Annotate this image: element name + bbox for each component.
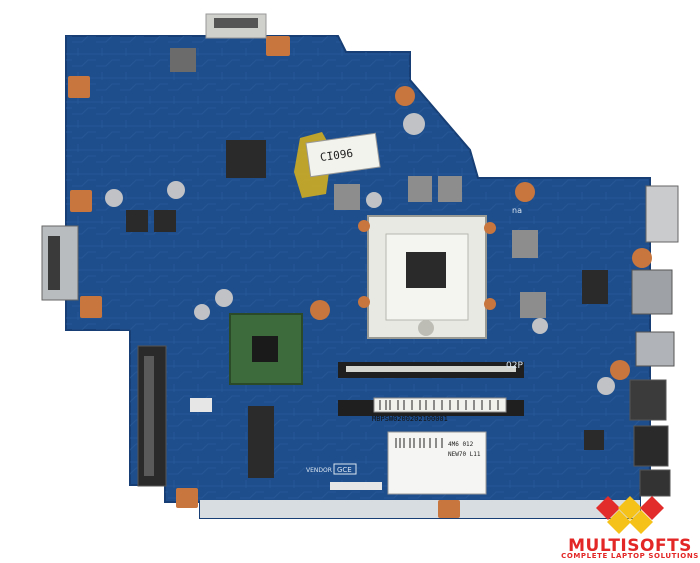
center-label-sticker: 4M6 012 NEW70 L11	[387, 431, 487, 495]
left-sata-connector	[41, 225, 79, 301]
pcb-marking-gce: GCE	[337, 466, 352, 474]
pcb-marking-vendor: VENDOR	[306, 467, 332, 474]
center-label-line1: 4M6 012	[448, 441, 474, 448]
white-pads	[190, 398, 382, 490]
chipset	[229, 313, 303, 385]
ram-slots	[338, 362, 524, 416]
center-label-line2: NEW70 L11	[448, 451, 481, 458]
power-components	[105, 48, 615, 450]
pcb-marking-02p: 02P	[506, 361, 523, 371]
left-optical-connector	[137, 345, 167, 487]
logo-tagline: COMPLETE LAPTOP SOLUTIONS	[561, 552, 699, 560]
controller-chip	[226, 140, 266, 178]
right-ports	[629, 185, 679, 497]
top-label-sticker: CI096	[305, 132, 381, 178]
cpu-socket	[358, 215, 496, 339]
logo-diamonds-icon	[596, 496, 664, 534]
top-label-text: CI096	[319, 147, 354, 164]
ram-barcode-text: MBPSW0200202100001	[372, 415, 448, 423]
multisofts-logo: MULTISOFTS COMPLETE LAPTOP SOLUTIONS	[560, 492, 700, 562]
top-power-connector	[205, 13, 267, 39]
gce-box	[333, 463, 357, 475]
pcb-marking-na: na	[512, 206, 522, 215]
mini-pcie-slot	[248, 406, 274, 478]
pcb-edge-strip	[200, 500, 640, 518]
logo-name: MULTISOFTS	[568, 536, 692, 556]
mounting-pads	[68, 36, 652, 518]
